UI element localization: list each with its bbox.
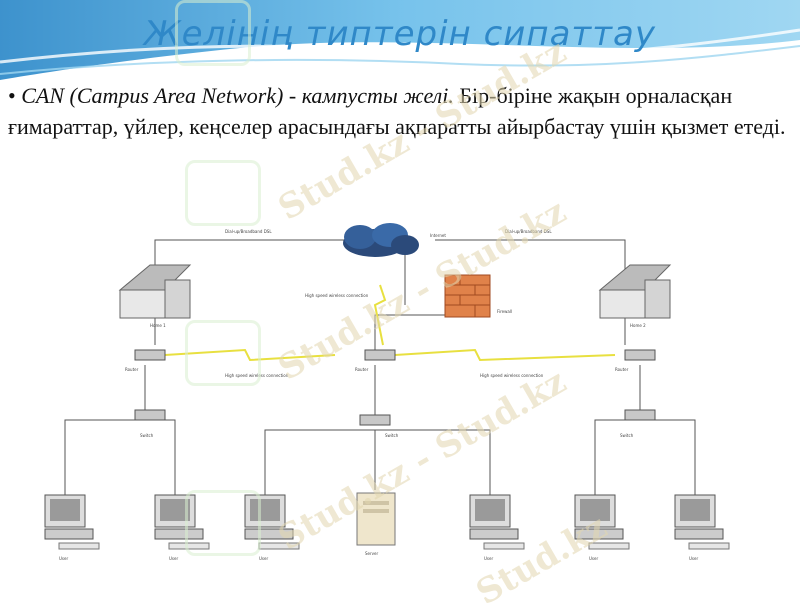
pc-6-icon (674, 494, 730, 550)
router-left-label: Router (125, 367, 139, 372)
router-left-icon (134, 349, 166, 361)
slide-title: Желінің типтерін сипаттау (143, 14, 656, 54)
pc-2-icon (154, 494, 210, 550)
slide-body-text: • CAN (Campus Area Network) - кампусты ж… (8, 80, 793, 142)
pc-3-icon (244, 494, 300, 550)
pc-4-label: User (484, 556, 493, 561)
server-icon (356, 492, 396, 546)
wan-left-label: Dial-up/Broadband DSL (225, 229, 272, 234)
house-left-label: Home 1 (150, 323, 166, 328)
router-mid-label: Router (355, 367, 369, 372)
cloud-label: Internet (430, 233, 446, 238)
house-right-icon (598, 264, 672, 319)
router-right-icon (624, 349, 656, 361)
lead-definition: CAN (Campus Area Network) - кампусты жел… (21, 83, 454, 108)
switch-left-label: Switch (140, 433, 154, 438)
wireless-links (164, 284, 616, 362)
pc-3-label: User (259, 556, 268, 561)
house-right-label: Home 2 (630, 323, 646, 328)
wan-right-label: Dial-up/Broadband DSL (505, 229, 552, 234)
switch-right-label: Switch (620, 433, 634, 438)
pc-6-label: User (689, 556, 698, 561)
firewall-label: Firewall (497, 309, 512, 314)
header-band (0, 0, 800, 92)
switch-left-icon (134, 409, 166, 421)
pc-4-icon (469, 494, 525, 550)
wireless-right-label: High speed wireless connection (480, 373, 544, 378)
description-text: Бір-біріне жақын орналасқан ғимараттар, … (8, 83, 786, 139)
pc-1-icon (44, 494, 100, 550)
network-diagram: Internet Dial-up/Broadband DSL Dial-up/B… (35, 205, 765, 600)
server-label: Server (365, 551, 378, 556)
switch-mid-label: Switch (385, 433, 399, 438)
switch-mid-icon (359, 414, 391, 426)
firewall-icon (444, 274, 491, 318)
internet-cloud-icon (343, 223, 419, 257)
switch-right-icon (624, 409, 656, 421)
router-mid-icon (364, 349, 396, 361)
bullet: • (8, 83, 16, 108)
header-wave-graphic (0, 0, 800, 80)
pc-2-label: User (169, 556, 178, 561)
house-left-icon (118, 264, 192, 319)
pc-1-label: User (59, 556, 68, 561)
router-right-label: Router (615, 367, 629, 372)
pc-5-icon (574, 494, 630, 550)
wireless-up-label: High speed wireless connection (305, 293, 369, 298)
wireless-left-label: High speed wireless connection (225, 373, 289, 378)
pc-5-label: User (589, 556, 598, 561)
